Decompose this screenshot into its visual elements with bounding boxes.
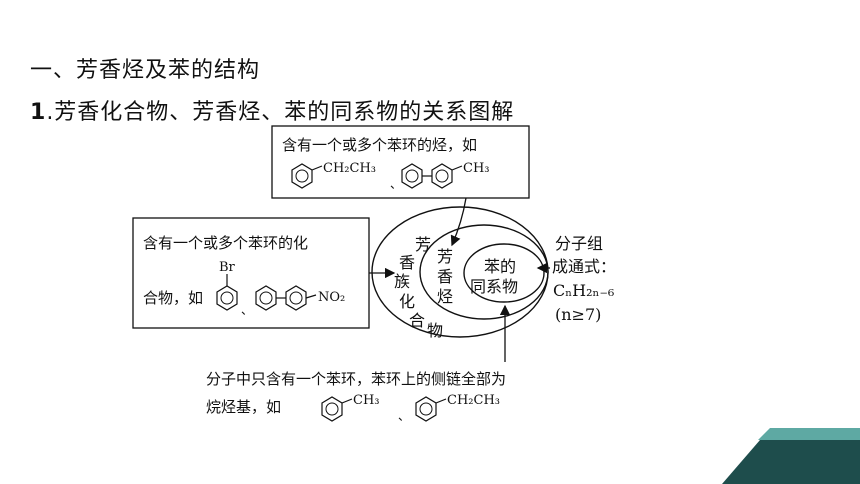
- formula-value: CₙH₂ₙ₋₆: [553, 281, 614, 300]
- bottom-definition: 分子中只含有一个苯环，苯环上的侧链全部为 烷烃基，如 CH₃ 、 CH₂CH₃: [206, 370, 506, 423]
- subsection-heading: 1.芳香化合物、芳香烃、苯的同系物的关系图解: [30, 94, 514, 126]
- bromobenzene-structure: Br: [216, 260, 238, 311]
- svg-text:合: 合: [409, 311, 425, 330]
- corner-light-band: [758, 428, 860, 440]
- formula-line2: 成通式：: [552, 257, 616, 276]
- inner-circle-label: 苯的 同系物: [470, 257, 518, 296]
- methylbiphenyl-structure: CH₃: [401, 161, 490, 189]
- toluene-label: CH₃: [353, 393, 380, 408]
- section-heading: 一、芳香烃及苯的结构: [30, 58, 261, 83]
- top-box-arrow: [450, 197, 467, 247]
- bottom-separator: 、: [398, 409, 410, 423]
- no2-label: NO₂: [318, 290, 345, 305]
- top-definition-box: 含有一个或多个苯环的烃，如 CH₂CH₃ 、 CH₃: [271, 125, 530, 199]
- nitrobiphenyl-structure: NO₂: [255, 285, 345, 311]
- toluene-structure: CH₃: [321, 393, 380, 422]
- corner-decoration: [722, 428, 860, 484]
- ethyl-label: CH₂CH₃: [323, 161, 376, 176]
- top-separator: 、: [390, 177, 402, 191]
- methyl-label-top: CH₃: [463, 161, 490, 176]
- middle-circle-label: 芳 香 烃: [437, 247, 453, 306]
- subsection-title: .芳香化合物、芳香烃、苯的同系物的关系图解: [46, 100, 515, 125]
- svg-text:芳: 芳: [437, 247, 453, 266]
- ethylbenzene-structure: CH₂CH₃: [291, 161, 376, 189]
- subsection-number: 1: [30, 100, 47, 125]
- left-box-line2: 合物，如: [143, 289, 203, 307]
- svg-text:芳: 芳: [415, 235, 431, 254]
- left-definition-box: 含有一个或多个苯环的化 合物，如 Br 、 NO₂: [132, 217, 370, 329]
- top-box-text: 含有一个或多个苯环的烃，如: [282, 136, 477, 154]
- svg-text:化: 化: [399, 292, 415, 311]
- left-separator: 、: [241, 303, 253, 317]
- outer-circle-label: 芳 香 族 化 合 物: [394, 235, 443, 340]
- bottom-line2: 烷烃基，如: [206, 398, 281, 416]
- aromatic-hydrocarbons-circle: [419, 224, 549, 320]
- br-label: Br: [219, 260, 236, 275]
- ethylbenzene-bottom-structure: CH₂CH₃: [415, 393, 500, 422]
- formula-condition: (n≥7): [555, 305, 601, 324]
- corner-dark-band: [722, 440, 860, 484]
- svg-text:香: 香: [399, 253, 415, 272]
- svg-text:香: 香: [437, 267, 453, 286]
- svg-text:苯的: 苯的: [484, 257, 516, 276]
- bottom-line1: 分子中只含有一个苯环，苯环上的侧链全部为: [206, 370, 506, 388]
- formula-line1: 分子组: [555, 234, 603, 253]
- svg-text:物: 物: [427, 321, 443, 340]
- ethyl-label-bottom: CH₂CH₃: [447, 393, 500, 408]
- svg-text:烃: 烃: [437, 287, 453, 306]
- left-box-line1: 含有一个或多个苯环的化: [143, 234, 308, 252]
- svg-text:同系物: 同系物: [470, 277, 518, 296]
- svg-text:族: 族: [394, 272, 410, 291]
- general-formula: 分子组 成通式： CₙH₂ₙ₋₆ (n≥7): [552, 234, 616, 324]
